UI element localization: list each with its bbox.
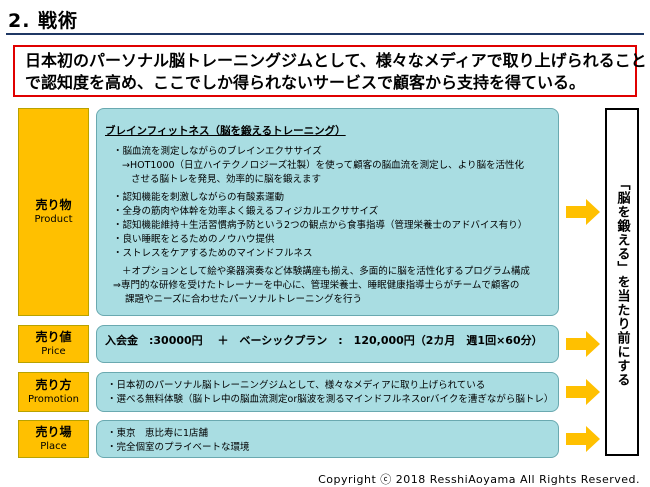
product-item: ⇒専門的な研修を受けたトレーナーを中心に、管理栄養士、睡眠健康指導士らがチームで… xyxy=(113,280,520,291)
arrow-right-icon xyxy=(566,199,600,225)
header-divider xyxy=(6,33,644,35)
product-item: 課題やニーズに合わせたパーソナルトレーニングを行う xyxy=(125,294,363,305)
promotion-item: ・選べる無料体験（脳トレ中の脳血流測定or脳波を測るマインドフルネスorバイクを… xyxy=(107,394,554,405)
product-item: させる脳トレを発見、効率的に脳を鍛えます xyxy=(131,174,322,185)
content-product: ブレインフィットネス（脳を鍛えるトレーニング） ・脳血流を測定しながらのブレイン… xyxy=(96,108,559,316)
product-item: →HOT1000（日立ハイテクノロジーズ社製）を使って顧客の脳血流を測定し、より… xyxy=(122,160,524,171)
product-item: ・全身の筋肉や体幹を効率よく鍛えるフィジカルエクササイズ xyxy=(113,206,379,217)
content-price: 入会金 :30000円 ＋ ベーシックプラン : 120,000円（2カ月 週1… xyxy=(96,325,559,363)
product-item: ・脳血流を測定しながらのブレインエクササイズ xyxy=(113,146,322,157)
place-item: ・東京 恵比寿に1店舗 xyxy=(107,428,209,439)
side-message-box: 「脳を鍛える」を当たり前にする xyxy=(605,108,639,456)
label-place-jp: 売り場 xyxy=(35,425,72,439)
label-promotion-jp: 売り方 xyxy=(35,378,72,392)
header: 2. 戦術 xyxy=(0,0,650,36)
label-promotion: 売り方 Promotion xyxy=(18,372,89,412)
promotion-item: ・日本初のパーソナル脳トレーニングジムとして、様々なメディアに取り上げられている xyxy=(107,380,486,391)
label-promotion-en: Promotion xyxy=(28,394,79,405)
summary-box: 日本初のパーソナル脳トレーニングジムとして、様々なメディアで取り上げられること … xyxy=(13,45,647,97)
page-title: 2. 戦術 xyxy=(8,10,79,32)
place-list: ・東京 恵比寿に1店舗 ・完全個室のプライベートな環境 xyxy=(107,427,250,455)
content-place: ・東京 恵比寿に1店舗 ・完全個室のプライベートな環境 xyxy=(96,420,559,458)
product-item: ・認知機能を刺激しながらの有酸素運動 xyxy=(113,192,285,203)
label-price: 売り値 Price xyxy=(18,325,89,363)
product-item: ・ストレスをケアするためのマインドフルネス xyxy=(113,248,313,259)
place-item: ・完全個室のプライベートな環境 xyxy=(107,442,250,453)
arrow-right-icon xyxy=(566,379,600,405)
product-item: ・認知機能維持＋生活習慣病予防という2つの観点から食事指導（管理栄養士のアドバイ… xyxy=(113,220,528,231)
label-place-en: Place xyxy=(40,441,67,452)
label-price-en: Price xyxy=(41,346,66,357)
copyright: Copyright ⓒ 2018 ResshiAoyama All Rights… xyxy=(318,473,640,486)
promotion-list: ・日本初のパーソナル脳トレーニングジムとして、様々なメディアに取り上げられている… xyxy=(107,379,553,407)
product-item: ＋オプションとして絵や楽器演奏など体験講座も揃え、多面的に脳を活性化するプログラ… xyxy=(122,266,530,277)
arrow-right-icon xyxy=(566,331,600,357)
summary-line-2: で認知度を高め、ここでしか得られないサービスで顧客から支持を得ている。 xyxy=(25,73,586,92)
summary-line-1: 日本初のパーソナル脳トレーニングジムとして、様々なメディアで取り上げられること xyxy=(25,51,647,70)
label-product: 売り物 Product xyxy=(18,108,89,316)
content-promotion: ・日本初のパーソナル脳トレーニングジムとして、様々なメディアに取り上げられている… xyxy=(96,372,559,412)
product-heading: ブレインフィットネス（脳を鍛えるトレーニング） xyxy=(105,125,346,137)
label-product-jp: 売り物 xyxy=(35,198,72,212)
price-text: 入会金 :30000円 ＋ ベーシックプラン : 120,000円（2カ月 週1… xyxy=(105,334,543,347)
label-place: 売り場 Place xyxy=(18,420,89,458)
side-message: 「脳を鍛える」を当たり前にする xyxy=(614,177,630,387)
arrow-right-icon xyxy=(566,426,600,452)
product-list: ・脳血流を測定しながらのブレインエクササイズ →HOT1000（日立ハイテクノロ… xyxy=(113,145,553,307)
label-price-jp: 売り値 xyxy=(35,330,72,344)
label-product-en: Product xyxy=(34,214,73,225)
product-item: ・良い睡眠をとるためのノウハウ提供 xyxy=(113,234,275,245)
